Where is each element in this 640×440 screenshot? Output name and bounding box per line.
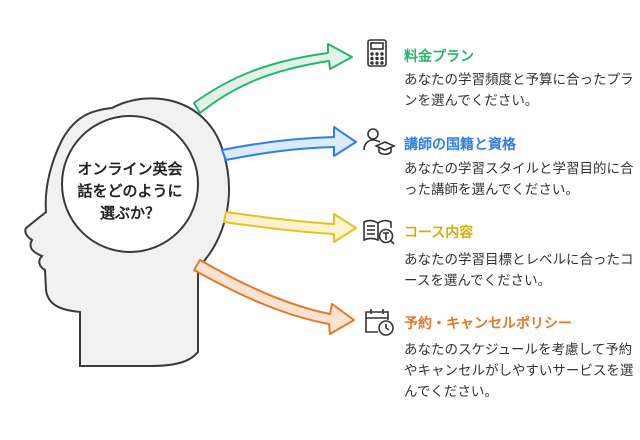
item-desc-pricing: あなたの学習頻度と予算に合ったプランを選んでください。: [404, 72, 634, 109]
head-circle: [61, 115, 199, 253]
item-desc-booking: あなたのスケジュールを考慮して予約やキャンセルがしやすいサービスを選んでください…: [404, 342, 634, 400]
item-title-instructor: 講師の国籍と資格: [404, 137, 516, 153]
center-title-line: 話をどのように: [77, 182, 183, 200]
item-title-pricing: 料金プラン: [404, 49, 474, 65]
calendar-clock-icon: [365, 309, 394, 336]
item-title-course: コース内容: [404, 225, 474, 241]
book-text-icon: [363, 219, 395, 245]
arrow-green: [193, 43, 353, 114]
center-title-line: オンライン英会: [77, 160, 183, 178]
arrow-blue: [221, 126, 357, 161]
item-desc-instructor: あなたの学習スタイルと学習目的に合った講師を選んでください。: [404, 161, 634, 198]
item-title-booking: 予約・キャンセルポリシー: [404, 316, 572, 332]
teacher-graduate-icon: [363, 128, 396, 156]
item-desc-course: あなたの学習目標とレベルに合ったコースを選んでください。: [404, 252, 634, 289]
center-title-line: 選ぶか？: [99, 204, 160, 222]
arrow-yellow: [223, 211, 357, 243]
arrow-orange: [193, 259, 355, 335]
calculator-icon: [367, 39, 387, 67]
center-title: オンライン英会 話をどのように 選ぶか？: [62, 158, 198, 224]
